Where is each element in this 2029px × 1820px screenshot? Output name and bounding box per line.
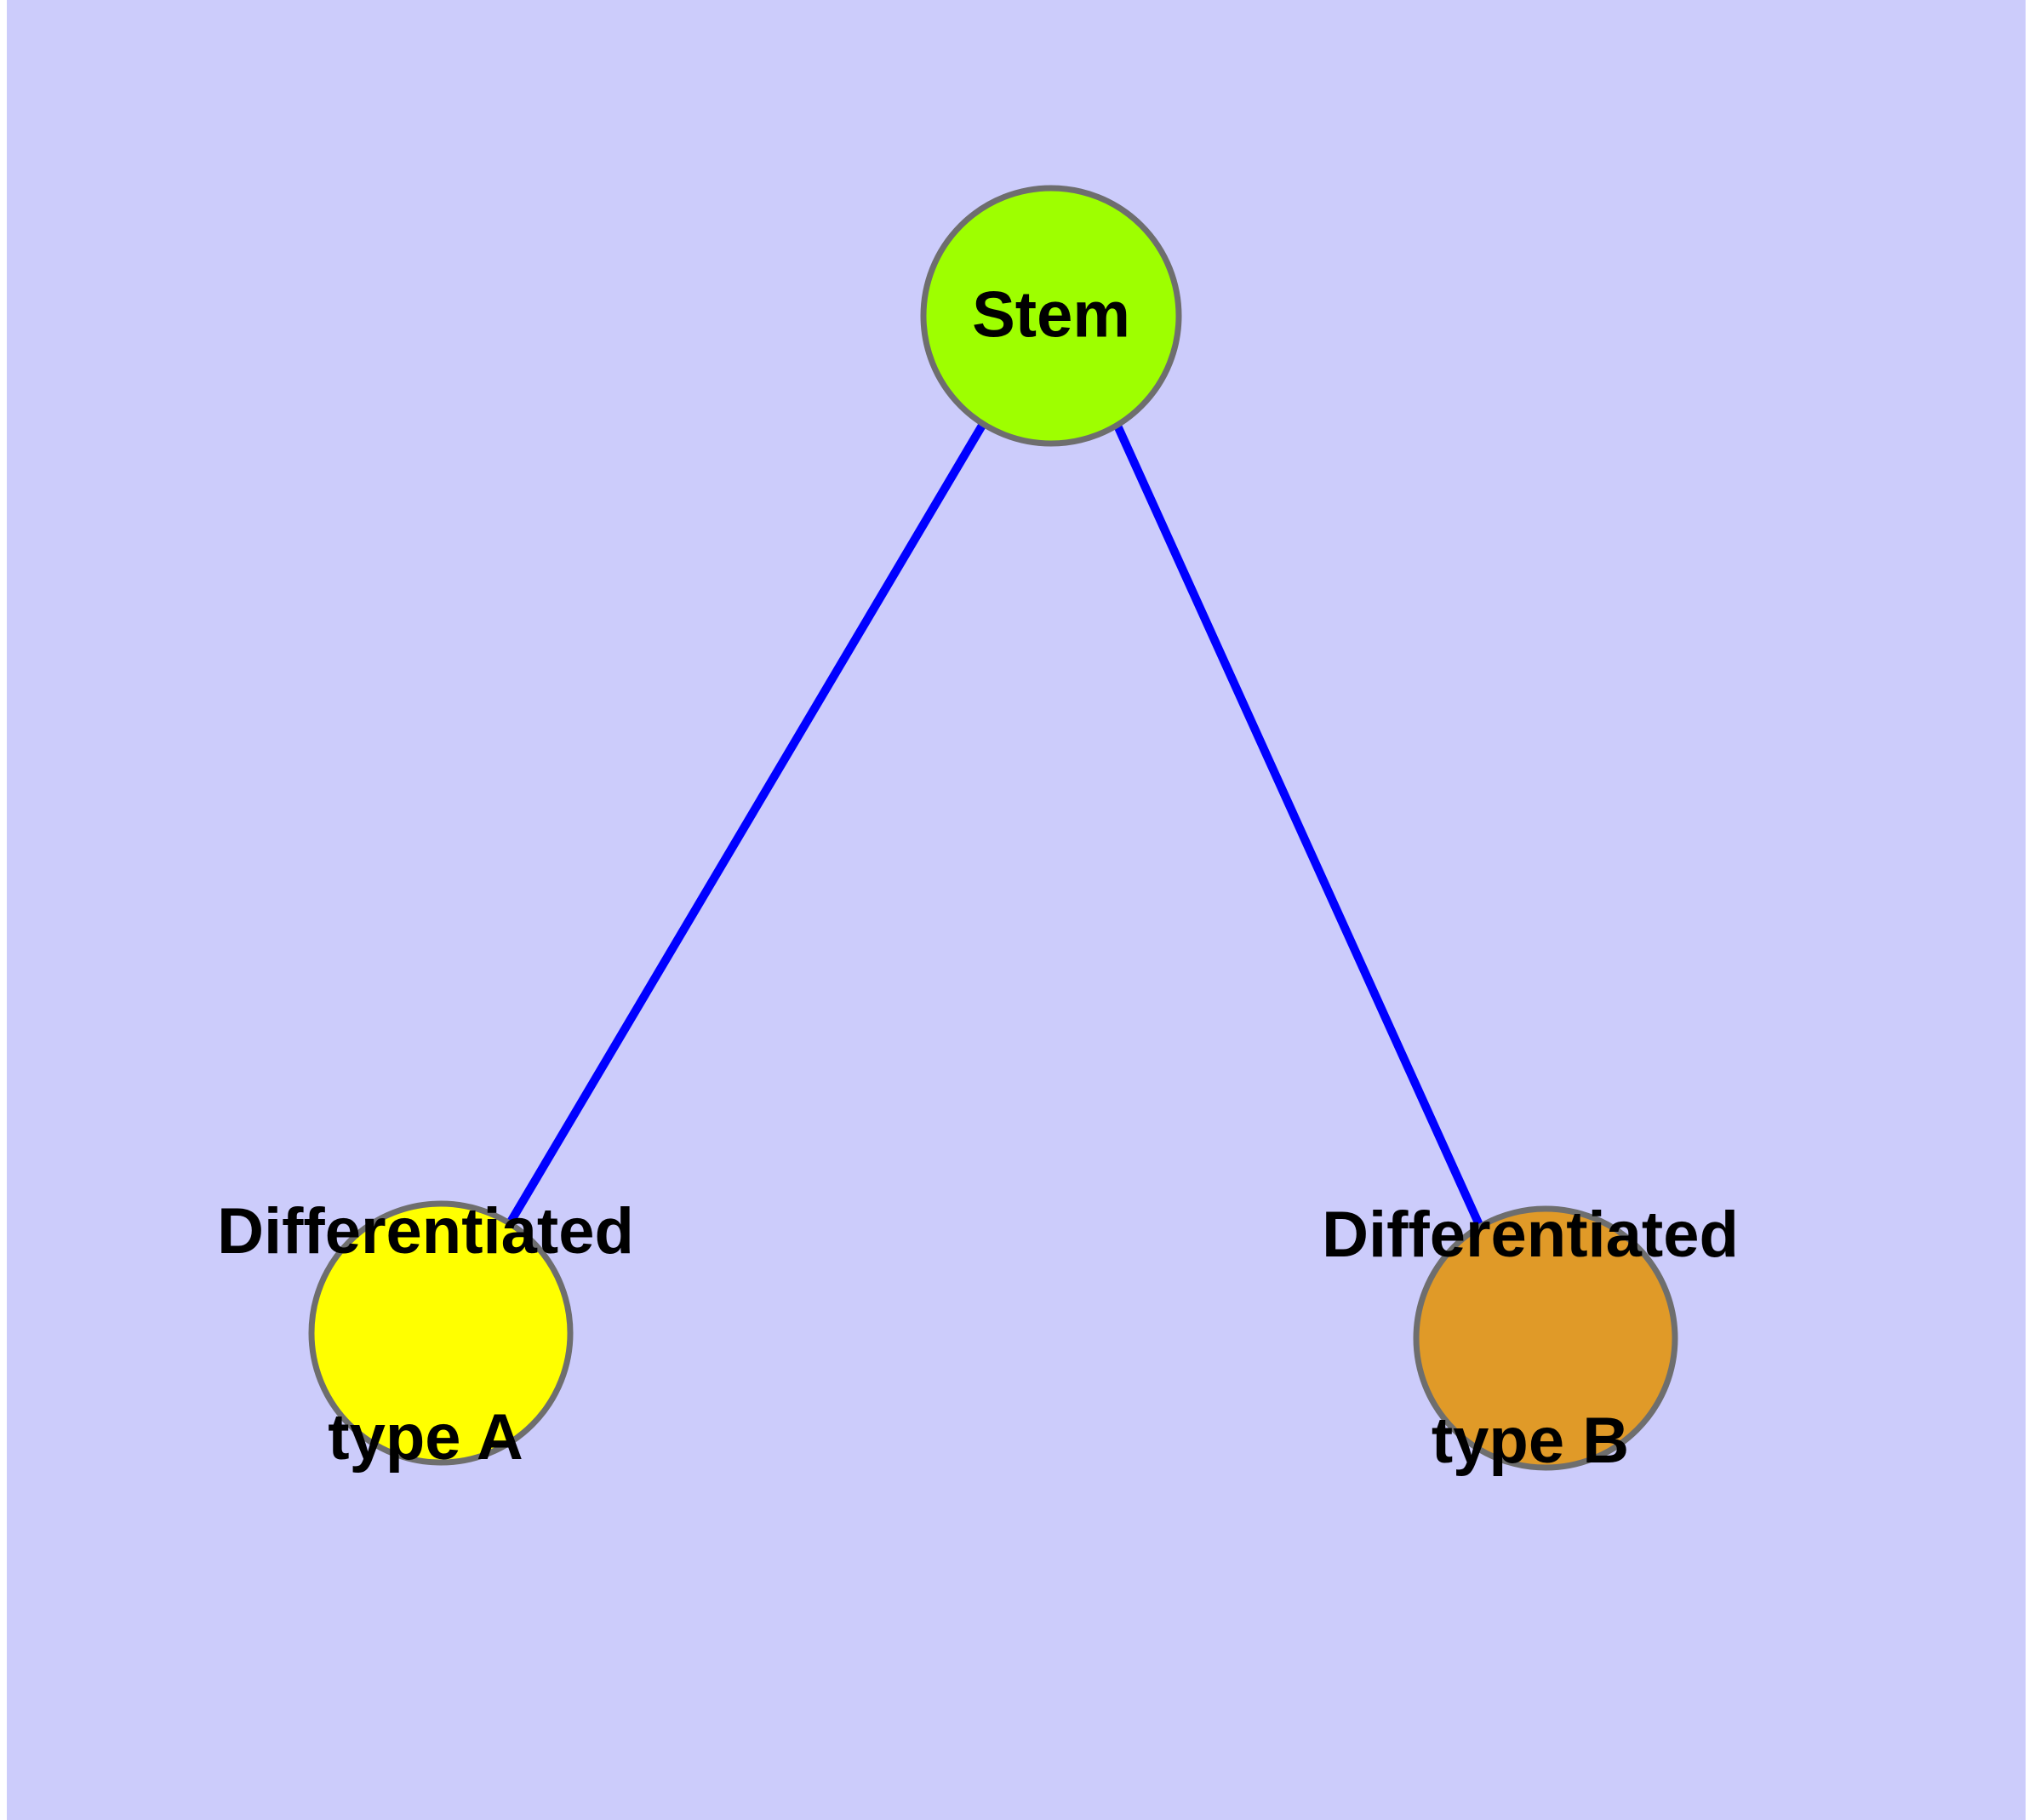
node-circle-diff-type-b[interactable] (1413, 1205, 1678, 1471)
node-circle-stem[interactable] (920, 185, 1182, 447)
node-circle-diff-type-a[interactable] (308, 1200, 574, 1466)
edge-stem-to-type-b (1113, 423, 1484, 1229)
edge-stem-to-type-a (506, 421, 987, 1226)
